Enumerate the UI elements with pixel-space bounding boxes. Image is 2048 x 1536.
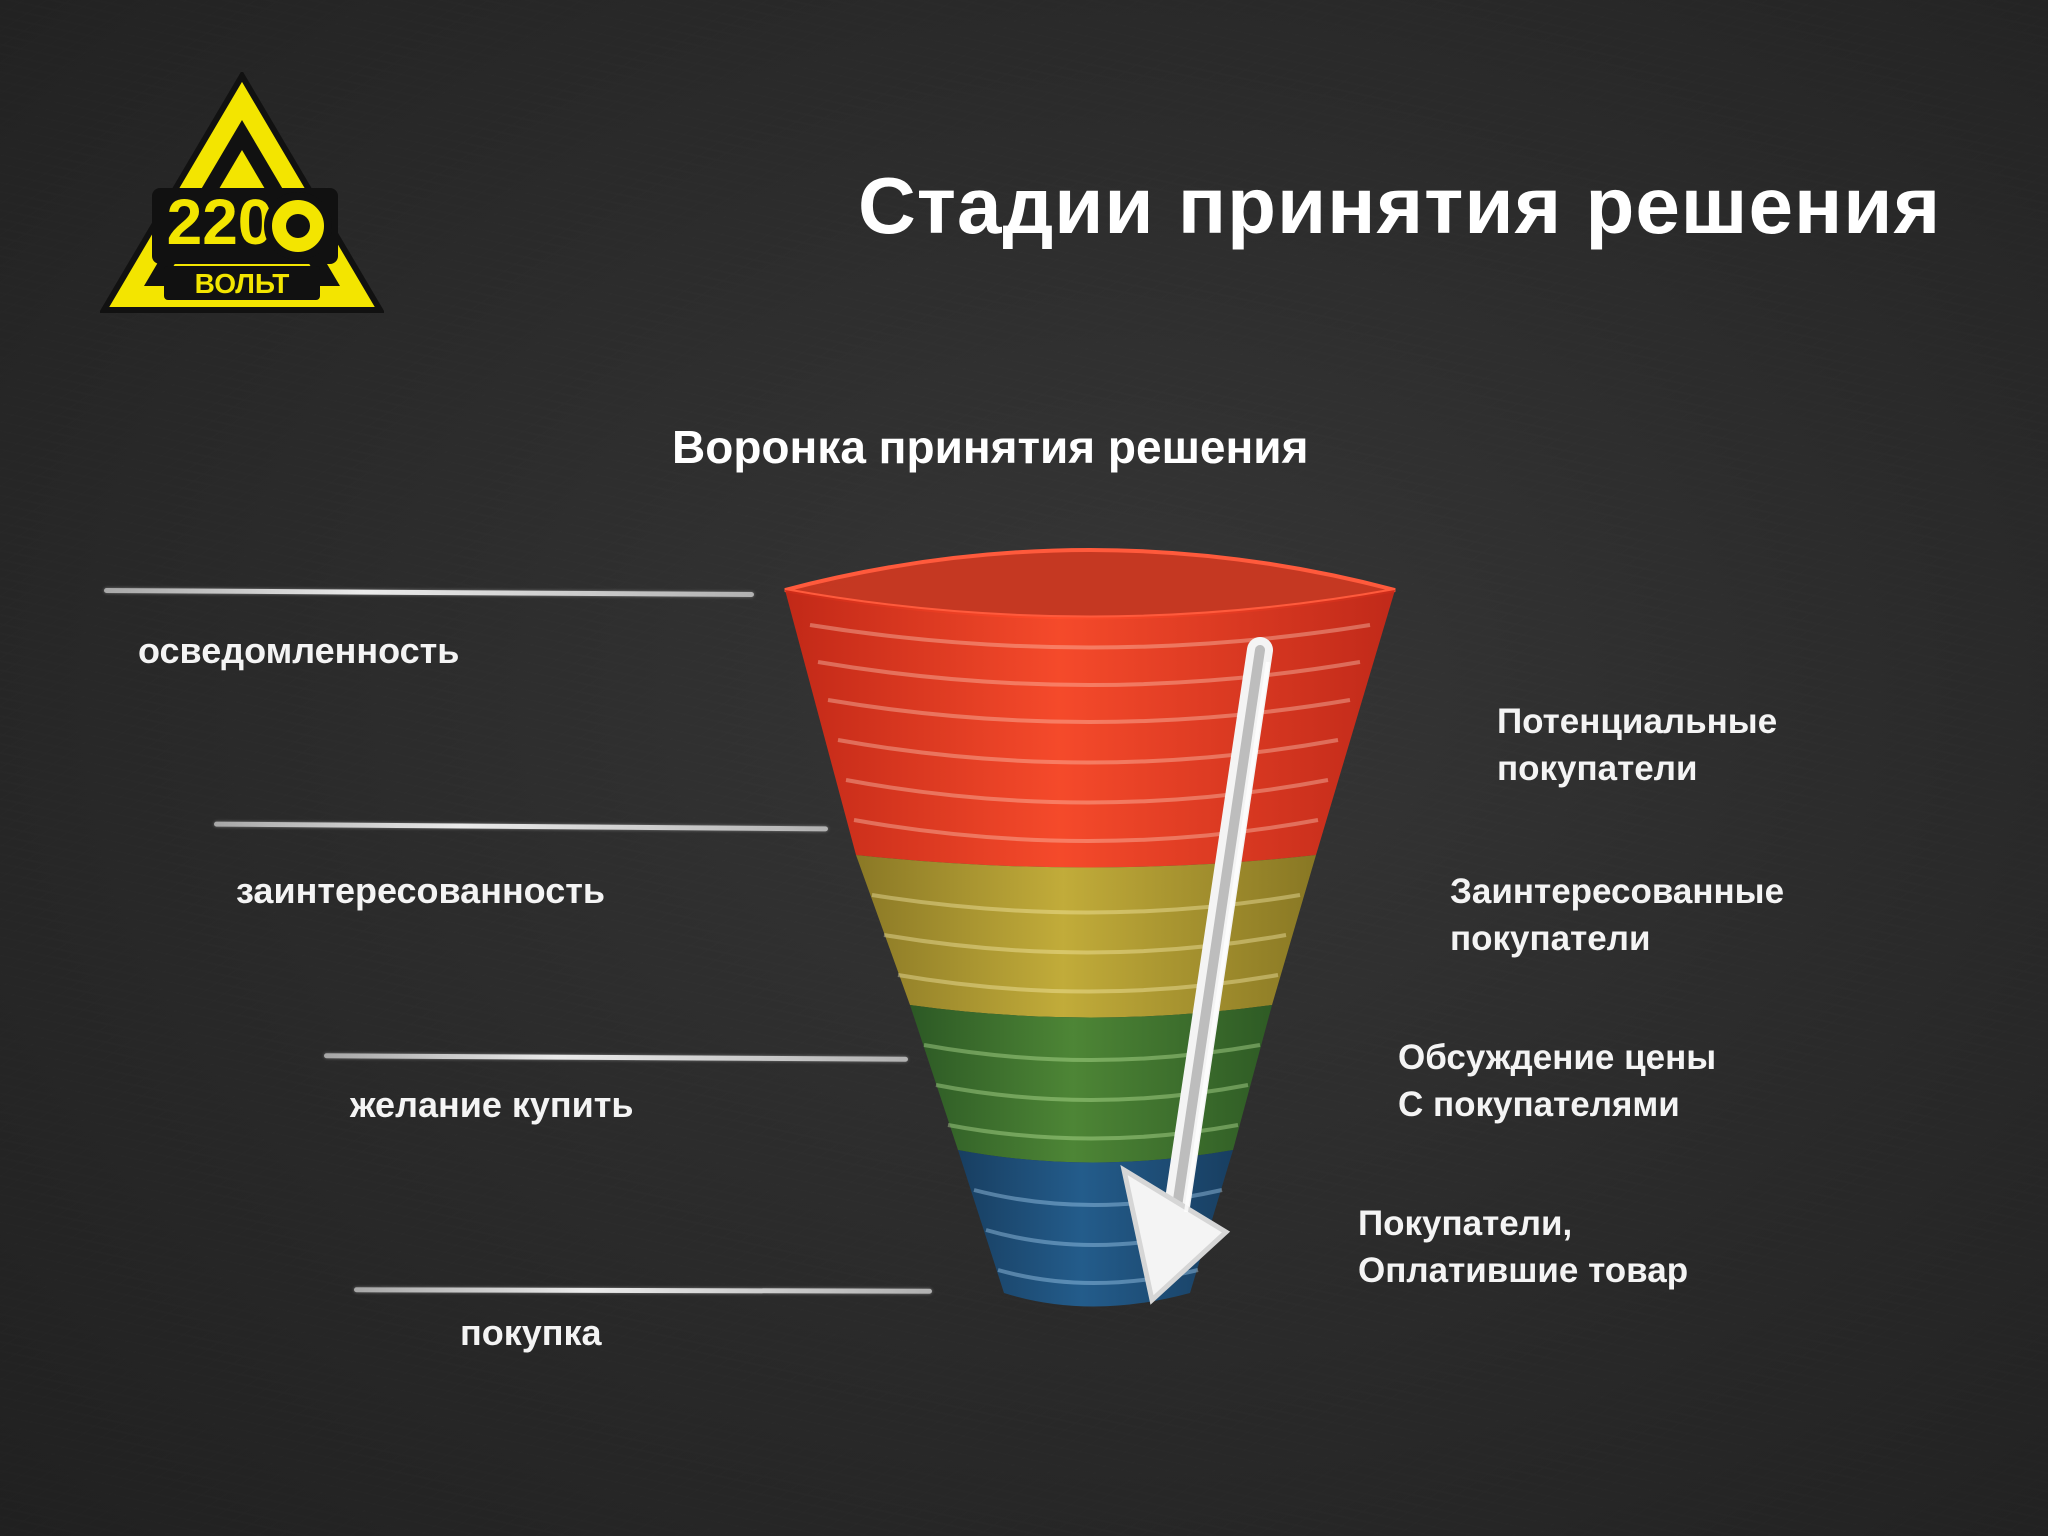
funnel-diagram: [784, 548, 1396, 1307]
group-label-paid-buyers: Покупатели, Оплатившие товар: [1358, 1200, 1688, 1294]
funnel-stage-awareness: [785, 590, 1395, 868]
stage-label-desire: желание купить: [350, 1084, 634, 1125]
group-label-line1: Покупатели,: [1358, 1204, 1573, 1243]
stage-label-awareness: осведомленность: [138, 630, 460, 671]
stage-divider-2: [213, 821, 829, 832]
page-title: Стадии принятия решения: [858, 161, 1942, 250]
down-arrow-icon: [1120, 637, 1273, 1305]
group-label-potential-buyers: Потенциальные покупатели: [1497, 698, 1777, 792]
group-label-price-discussion: Обсуждение цены С покупателями: [1398, 1034, 1716, 1128]
group-label-line2: покупатели: [1497, 749, 1698, 788]
funnel-hatching: [809, 623, 1371, 1285]
triangle-logo-icon: 220 ВОЛЬТ: [100, 72, 384, 313]
group-label-line1: Обсуждение цены: [1398, 1038, 1717, 1077]
group-label-line1: Потенциальные: [1497, 702, 1778, 741]
group-label-interested-buyers: Заинтересованные покупатели: [1450, 868, 1784, 962]
logo-text: ВОЛЬТ: [195, 268, 290, 299]
group-label-line2: С покупателями: [1398, 1085, 1680, 1124]
group-label-line1: Заинтересованные: [1450, 872, 1785, 911]
stage-divider-1: [103, 588, 755, 597]
stage-label-interest: заинтересованность: [236, 870, 605, 911]
diagram-title: Воронка принятия решения: [672, 421, 1309, 473]
stage-label-purchase: покупка: [460, 1312, 602, 1353]
group-label-line2: Оплатившие товар: [1358, 1251, 1689, 1290]
group-label-line2: покупатели: [1450, 919, 1651, 958]
logo-number: 220: [167, 186, 274, 258]
